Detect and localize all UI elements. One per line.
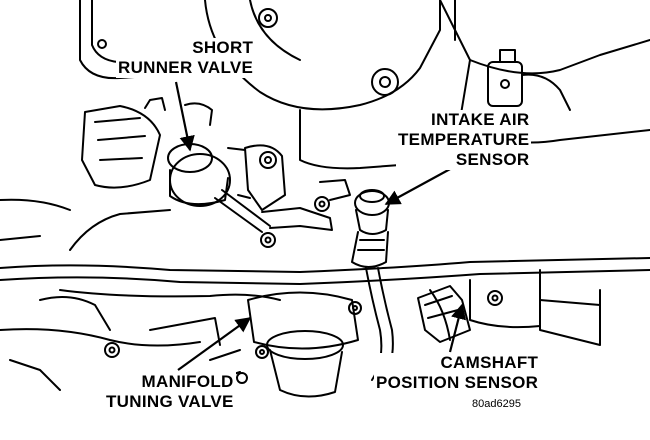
figure-id: 80ad6295 xyxy=(470,398,523,410)
camshaft-sensor-leader xyxy=(448,303,467,353)
valve-linkage xyxy=(261,179,351,231)
manifold-tuning-valve-shape xyxy=(149,291,362,398)
short-runner-valve-assembly xyxy=(81,97,286,248)
camshaft-position-sensor-label: CAMSHAFT POSITION SENSOR xyxy=(374,353,541,393)
upper-engine-block xyxy=(79,0,650,170)
manifold-tuning-valve-label: MANIFOLD TUNING VALVE xyxy=(104,372,236,412)
lower-left-bracket xyxy=(9,295,120,391)
short-runner-valve-label: SHORT RUNNER VALVE xyxy=(116,38,256,78)
short-runner-leader xyxy=(174,81,195,152)
camshaft-position-sensor-shape xyxy=(417,285,471,343)
intake-manifold-body xyxy=(0,198,650,347)
top-right-connector xyxy=(487,49,571,111)
tuning-valve-leader xyxy=(177,317,252,371)
intake-air-temperature-sensor-shape xyxy=(351,189,390,268)
intake-sensor-leader xyxy=(384,167,453,205)
intake-air-temperature-sensor-label: INTAKE AIR TEMPERATURE SENSOR xyxy=(396,110,532,170)
